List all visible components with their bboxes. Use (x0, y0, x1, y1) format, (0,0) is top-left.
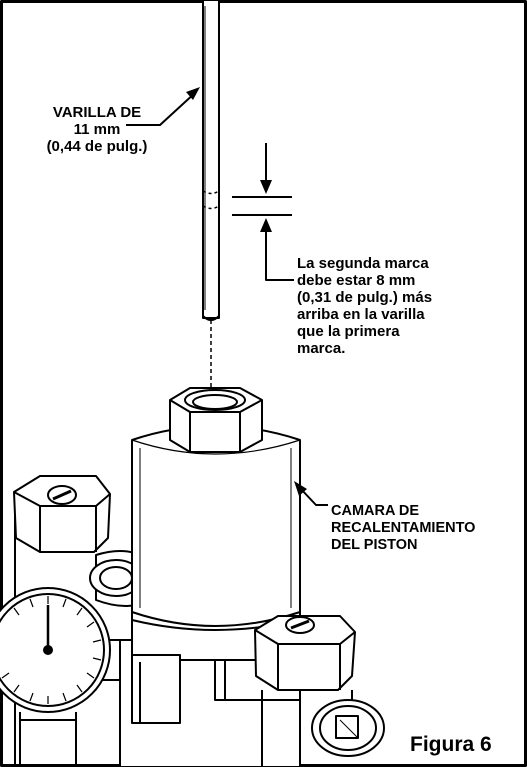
rod-marks (202, 190, 220, 210)
dimension-marker (232, 143, 294, 281)
rod-leader-arrow (126, 87, 200, 126)
left-hex-nut (13, 475, 111, 553)
pressure-gauge-icon (0, 587, 111, 767)
chamber-leader-arrow (294, 481, 328, 506)
preheat-chamber (119, 387, 301, 767)
chamber-label: CAMARA DE RECALENTAMIENTO DEL PISTON (331, 503, 476, 553)
right-hex-nut (254, 615, 356, 767)
rod-11mm (202, 0, 220, 321)
figure-caption: Figura 6 (410, 733, 492, 756)
square-drive-plug (311, 699, 385, 757)
rod-label: VARILLA DE 11 mm (0,44 de pulg.) (46, 104, 148, 155)
mark-distance-note: La segunda marca debe estar 8 mm (0,31 d… (297, 255, 433, 357)
